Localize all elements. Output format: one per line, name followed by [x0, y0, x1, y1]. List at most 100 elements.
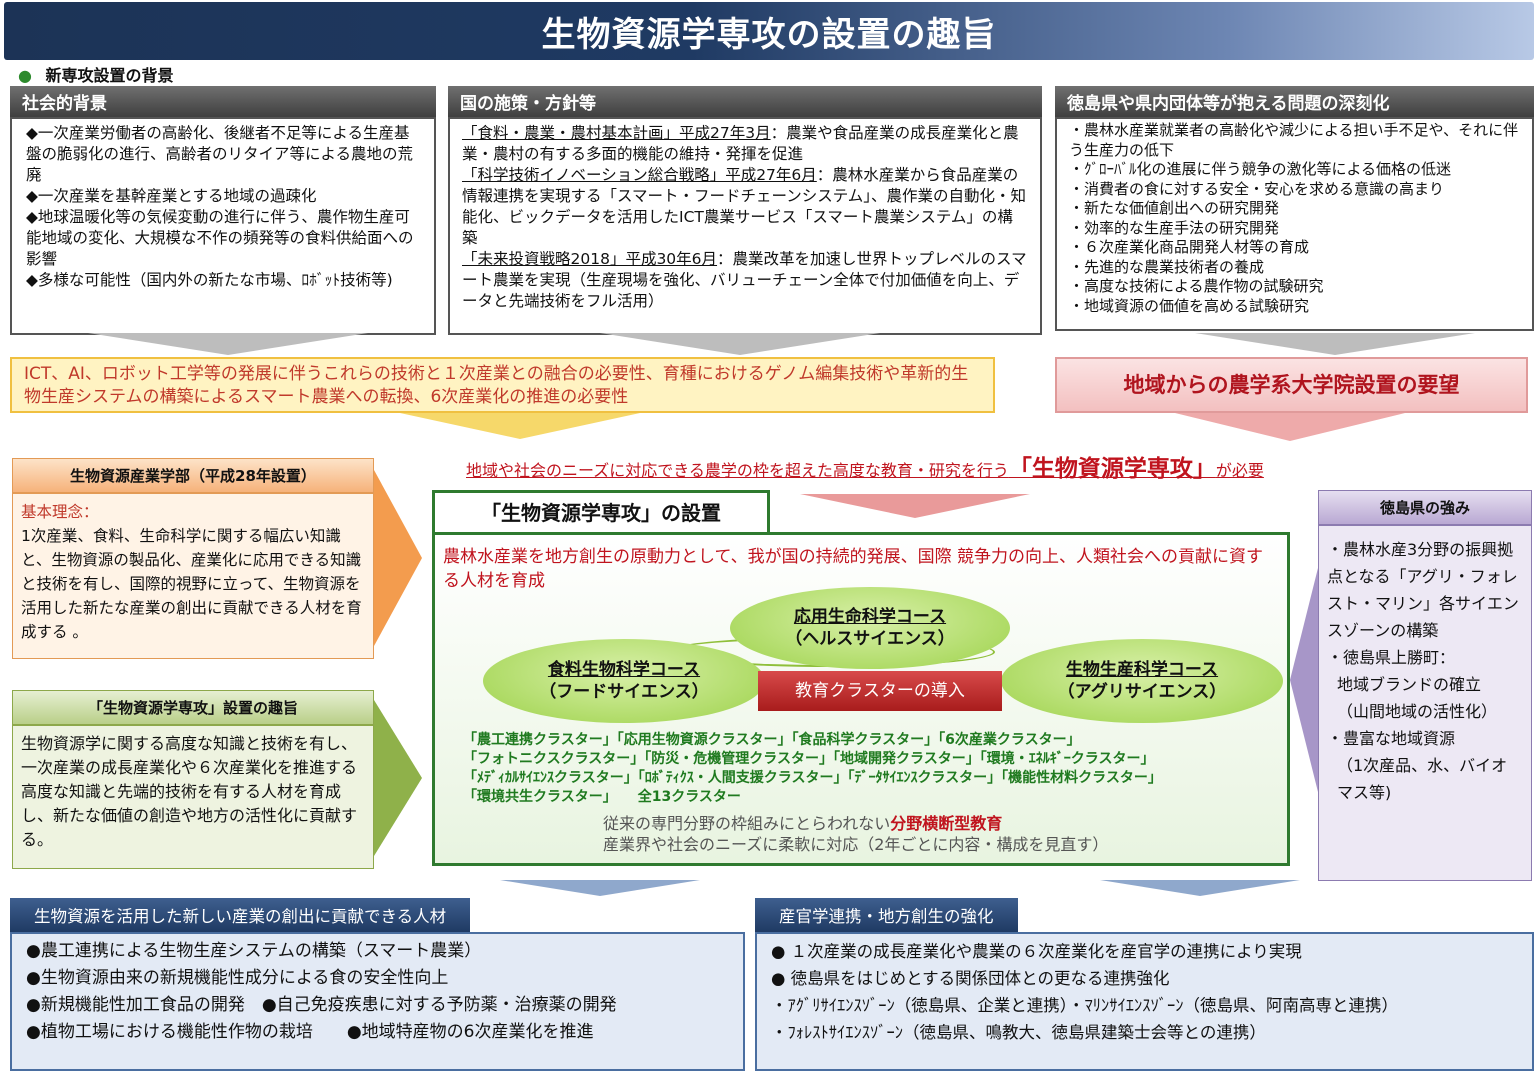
down-arrow-icon — [88, 333, 368, 355]
list-item: ●植物工場における機能性作物の栽培 ●地域特産物の6次産業化を推進 — [26, 1022, 594, 1042]
orange-right-arrow-icon — [374, 470, 422, 646]
panel-body: 「食料・農業・農村基本計画」平成27年3月：農業や食品産業の成長産業化と農業・農… — [448, 117, 1042, 335]
course-name: 生物生産科学コース — [1065, 660, 1219, 680]
note-line: 産業界や社会のニーズに柔軟に対応（2年ごとに内容・構成を見直す） — [603, 835, 1109, 854]
list-item: ・消費者の食に対する安全・安心を求める意識の高まり — [1069, 179, 1445, 198]
list-item: ・先進的な農業技術者の養成 — [1069, 257, 1265, 276]
course-subtitle: （アグリサイエンス） — [1057, 682, 1227, 702]
regional-demand-box: 地域からの農学系大学院設置の要望 — [1055, 357, 1528, 413]
program-notes: 従来の専門分野の枠組みにとらわれない分野横断型教育 産業界や社会のニーズに柔軟に… — [603, 813, 1108, 855]
green-bullet-icon: ● — [18, 66, 32, 85]
panel-heading: 徳島県や県内団体等が抱える問題の深刻化 — [1055, 86, 1534, 117]
background-label-row: ● 新専攻設置の背景 — [18, 62, 174, 86]
purple-left-arrow-icon — [1290, 560, 1320, 800]
policy-text: ：農業改革を加速し世界トップレベルのスマート農業を実現（生産現場を強化、バリュー… — [462, 250, 1027, 310]
policy-item: 「科学技術イノベーション総合戦略」平成27年6月：農林水産業から食品産業の情報連… — [462, 165, 1028, 249]
bottom-body: ● １次産業の成長産業化や農業の６次産業化を産官学の連携により実現 ● 徳島県を… — [755, 932, 1534, 1071]
course-subtitle: （ヘルスサイエンス） — [785, 629, 955, 649]
policy-title: 「食料・農業・農村基本計画」平成27年3月 — [462, 124, 771, 142]
cluster-row: 「ﾒﾃﾞｨｶﾙｻｲｴﾝｽクラスター」「ﾛﾎﾞﾃｨｸｽ・人間支援クラスター」「ﾃﾞ… — [463, 770, 1162, 786]
note-text: 従来の専門分野の枠組みにとらわれない — [603, 814, 891, 833]
list-item: ・６次産業化商品開発人材等の育成 — [1069, 238, 1310, 256]
panel-body: ◆一次産業労働者の高齢化、後継者不足等による生産基盤の脆弱化の進行、高齢者のリタ… — [10, 117, 436, 335]
course-food-science: 食料生物科学コース （フードサイエンス） — [483, 639, 765, 723]
list-item: （山間地域の活性化） — [1337, 702, 1498, 721]
list-item: ・ｸﾞﾛｰﾊﾞﾙ化の進展に伴う競争の激化等による価格の低迷 — [1069, 160, 1452, 178]
center-down-arrow-icon — [800, 494, 1030, 518]
list-item: ● 徳島県をはじめとする関係団体との更なる連携強化 — [771, 969, 1170, 988]
purpose-heading: 「生物資源学専攻」設置の趣旨 — [12, 690, 374, 725]
blue-down-arrow-icon — [1100, 880, 1300, 896]
cluster-row: 「フォトニクスクラスター」「防災・危機管理クラスター」「地域開発クラスター」「環… — [463, 751, 1155, 767]
list-item: ・農林水産業就業者の高齢化や減少による担い手不足や、それに伴う生産力の低下 — [1069, 121, 1519, 159]
cluster-row: 「環境共生クラスター」 全13クラスター — [463, 789, 741, 805]
list-item: ・新たな価値創出への研究開発 — [1069, 199, 1280, 217]
course-subtitle: （フードサイエンス） — [539, 682, 709, 702]
policy-text: ：農林水産業から食品産業の情報連携を実現する「スマート・フードチェーンシステム」… — [462, 166, 1027, 247]
strength-box: 徳島県の強み ・農林水産3分野の振興拠点となる「アグリ・フォレスト・マリン」各サ… — [1318, 490, 1532, 881]
background-label: 新専攻設置の背景 — [45, 66, 174, 85]
course-name: 食料生物科学コース — [547, 660, 701, 680]
human-resources-box: 生物資源を活用した新しい産業の創出に貢献できる人材 ●農工連携による生物生産シス… — [10, 898, 745, 1071]
note-line: 従来の専門分野の枠組みにとらわれない分野横断型教育 — [603, 813, 1108, 834]
social-background-panel: 社会的背景 ◆一次産業労働者の高齢化、後継者不足等による生産基盤の脆弱化の進行、… — [10, 86, 436, 335]
bottom-heading: 産官学連携・地方創生の強化 — [755, 898, 1018, 932]
list-item: ● １次産業の成長産業化や農業の６次産業化を産官学の連携により実現 — [771, 942, 1302, 961]
cluster-list: 「農工連携クラスター」「応用生物資源クラスター」「食品科学クラスター」「6次産業… — [463, 731, 1162, 807]
list-item: ●新規機能性加工食品の開発 ●自己免疫疾患に対する予防薬・治療薬の開発 — [26, 995, 617, 1015]
faculty-label: 基本理念： — [21, 503, 99, 521]
necessity-box: ICT、AI、ロボット工学等の発展に伴うこれらの技術と１次産業との融合の必要性、… — [10, 357, 995, 413]
purpose-box: 「生物資源学専攻」設置の趣旨 生物資源学に関する高度な知識と技術を有し、一次産業… — [12, 690, 374, 869]
panel-heading: 国の施策・方針等 — [448, 86, 1042, 117]
list-item: ・農林水産3分野の振興拠点となる「アグリ・フォレスト・マリン」各サイエンスゾーン… — [1327, 540, 1519, 640]
partnership-box: 産官学連携・地方創生の強化 ● １次産業の成長産業化や農業の６次産業化を産官学の… — [755, 898, 1534, 1071]
strength-body: ・農林水産3分野の振興拠点となる「アグリ・フォレスト・マリン」各サイエンスゾーン… — [1318, 525, 1532, 881]
course-health-science: 応用生命科学コース （ヘルスサイエンス） — [730, 587, 1010, 669]
purpose-text: 生物資源学に関する高度な知識と技術を有し、一次産業の成長産業化や６次産業化を推進… — [12, 725, 374, 869]
policy-title: 「未来投資戦略2018」平成30年6月 — [462, 250, 718, 268]
down-arrow-icon — [600, 333, 880, 355]
program-goal: 農林水産業を地方創生の原動力として、我が国の持続的発展、国際 競争力の向上、人類… — [443, 547, 1264, 591]
cluster-row: 「農工連携クラスター」「応用生物資源クラスター」「食品科学クラスター」「6次産業… — [463, 732, 1081, 748]
faculty-box: 生物資源産業学部（平成28年設置） 基本理念： 1次産業、食料、生命科学に関する… — [12, 458, 374, 659]
bottom-body: ●農工連携による生物生産システムの構築（スマート農業） ●生物資源由来の新規機能… — [10, 932, 745, 1071]
policy-title: 「科学技術イノベーション総合戦略」平成27年6月 — [462, 166, 817, 184]
faculty-heading: 生物資源産業学部（平成28年設置） — [12, 458, 374, 493]
program-box: 農林水産業を地方創生の原動力として、我が国の持続的発展、国際 競争力の向上、人類… — [432, 532, 1290, 866]
center-heading: 「生物資源学専攻」の設置 — [432, 490, 770, 532]
policy-item: 「未来投資戦略2018」平成30年6月：農業改革を加速し世界トップレベルのスマー… — [462, 249, 1028, 312]
list-item: ◆一次産業を基幹産業とする地域の過疎化 — [26, 187, 317, 205]
list-item: ・高度な技術による農作物の試験研究 — [1069, 277, 1324, 295]
down-arrow-icon — [1195, 333, 1475, 355]
list-item: ・ｱｸﾞﾘｻｲｴﾝｽｿﾞｰﾝ（徳島県、企業と連携）・ﾏﾘﾝｻｲｴﾝｽｿﾞｰﾝ（徳… — [771, 996, 1398, 1015]
need-statement-text: 地域や社会のニーズに対応できる農学の枠を超えた高度な教育・研究を行う — [466, 461, 1009, 480]
policy-item: 「食料・農業・農村基本計画」平成27年3月：農業や食品産業の成長産業化と農業・農… — [462, 123, 1028, 165]
policy-panel: 国の施策・方針等 「食料・農業・農村基本計画」平成27年3月：農業や食品産業の成… — [448, 86, 1042, 335]
list-item: 地域ブランドの確立 — [1337, 675, 1482, 694]
list-item: ・徳島県上勝町： — [1327, 648, 1456, 667]
strength-heading: 徳島県の強み — [1318, 490, 1532, 525]
green-right-arrow-icon — [374, 700, 422, 856]
course-agri-science: 生物生産科学コース （アグリサイエンス） — [1001, 639, 1283, 723]
cluster-intro-banner: 教育クラスターの導入 — [758, 671, 1002, 711]
local-issues-panel: 徳島県や県内団体等が抱える問題の深刻化 ・農林水産業就業者の高齢化や減少による担… — [1055, 86, 1534, 331]
list-item: ◆地球温暖化等の気候変動の進行に伴う、農作物生産可能地域の変化、大規模な不作の頻… — [26, 208, 414, 268]
blue-down-arrow-icon — [500, 880, 700, 896]
list-item: ●生物資源由来の新規機能性成分による食の安全性向上 — [26, 968, 449, 988]
bottom-heading: 生物資源を活用した新しい産業の創出に貢献できる人材 — [10, 898, 471, 932]
note-highlight: 分野横断型教育 — [890, 814, 1003, 833]
need-statement-suffix: が必要 — [1215, 461, 1264, 480]
policy-text: ：農業や食品産業の成長産業化と農業・農村の有する多面的機能の維持・発揮を促進 — [462, 124, 1019, 163]
panel-body: ・農林水産業就業者の高齢化や減少による担い手不足や、それに伴う生産力の低下 ・ｸ… — [1055, 117, 1534, 331]
page-title: 生物資源学専攻の設置の趣旨 — [541, 15, 997, 55]
need-statement: 地域や社会のニーズに対応できる農学の枠を超えた高度な教育・研究を行う「生物資源学… — [466, 449, 1264, 483]
list-item: ・効率的な生産手法の研究開発 — [1069, 218, 1280, 237]
pink-down-arrow-icon — [1175, 413, 1405, 441]
list-item: （1次産品、水、バイオマス等) — [1337, 756, 1508, 802]
list-item: ◆多様な可能性（国内外の新たな市場、ﾛﾎﾞｯﾄ技術等) — [26, 271, 393, 289]
faculty-body: 基本理念： 1次産業、食料、生命科学に関する幅広い知識と、生物資源の製品化、産業… — [12, 493, 374, 659]
course-name: 応用生命科学コース — [793, 607, 947, 627]
faculty-text: 1次産業、食料、生命科学に関する幅広い知識と、生物資源の製品化、産業化に応用でき… — [21, 527, 362, 641]
list-item: ・ﾌｫﾚｽﾄｻｲｴﾝｽｿﾞｰﾝ（徳島県、鳴教大、徳島県建築士会等との連携） — [771, 1023, 1266, 1042]
list-item: ●農工連携による生物生産システムの構築（スマート農業） — [26, 941, 482, 961]
